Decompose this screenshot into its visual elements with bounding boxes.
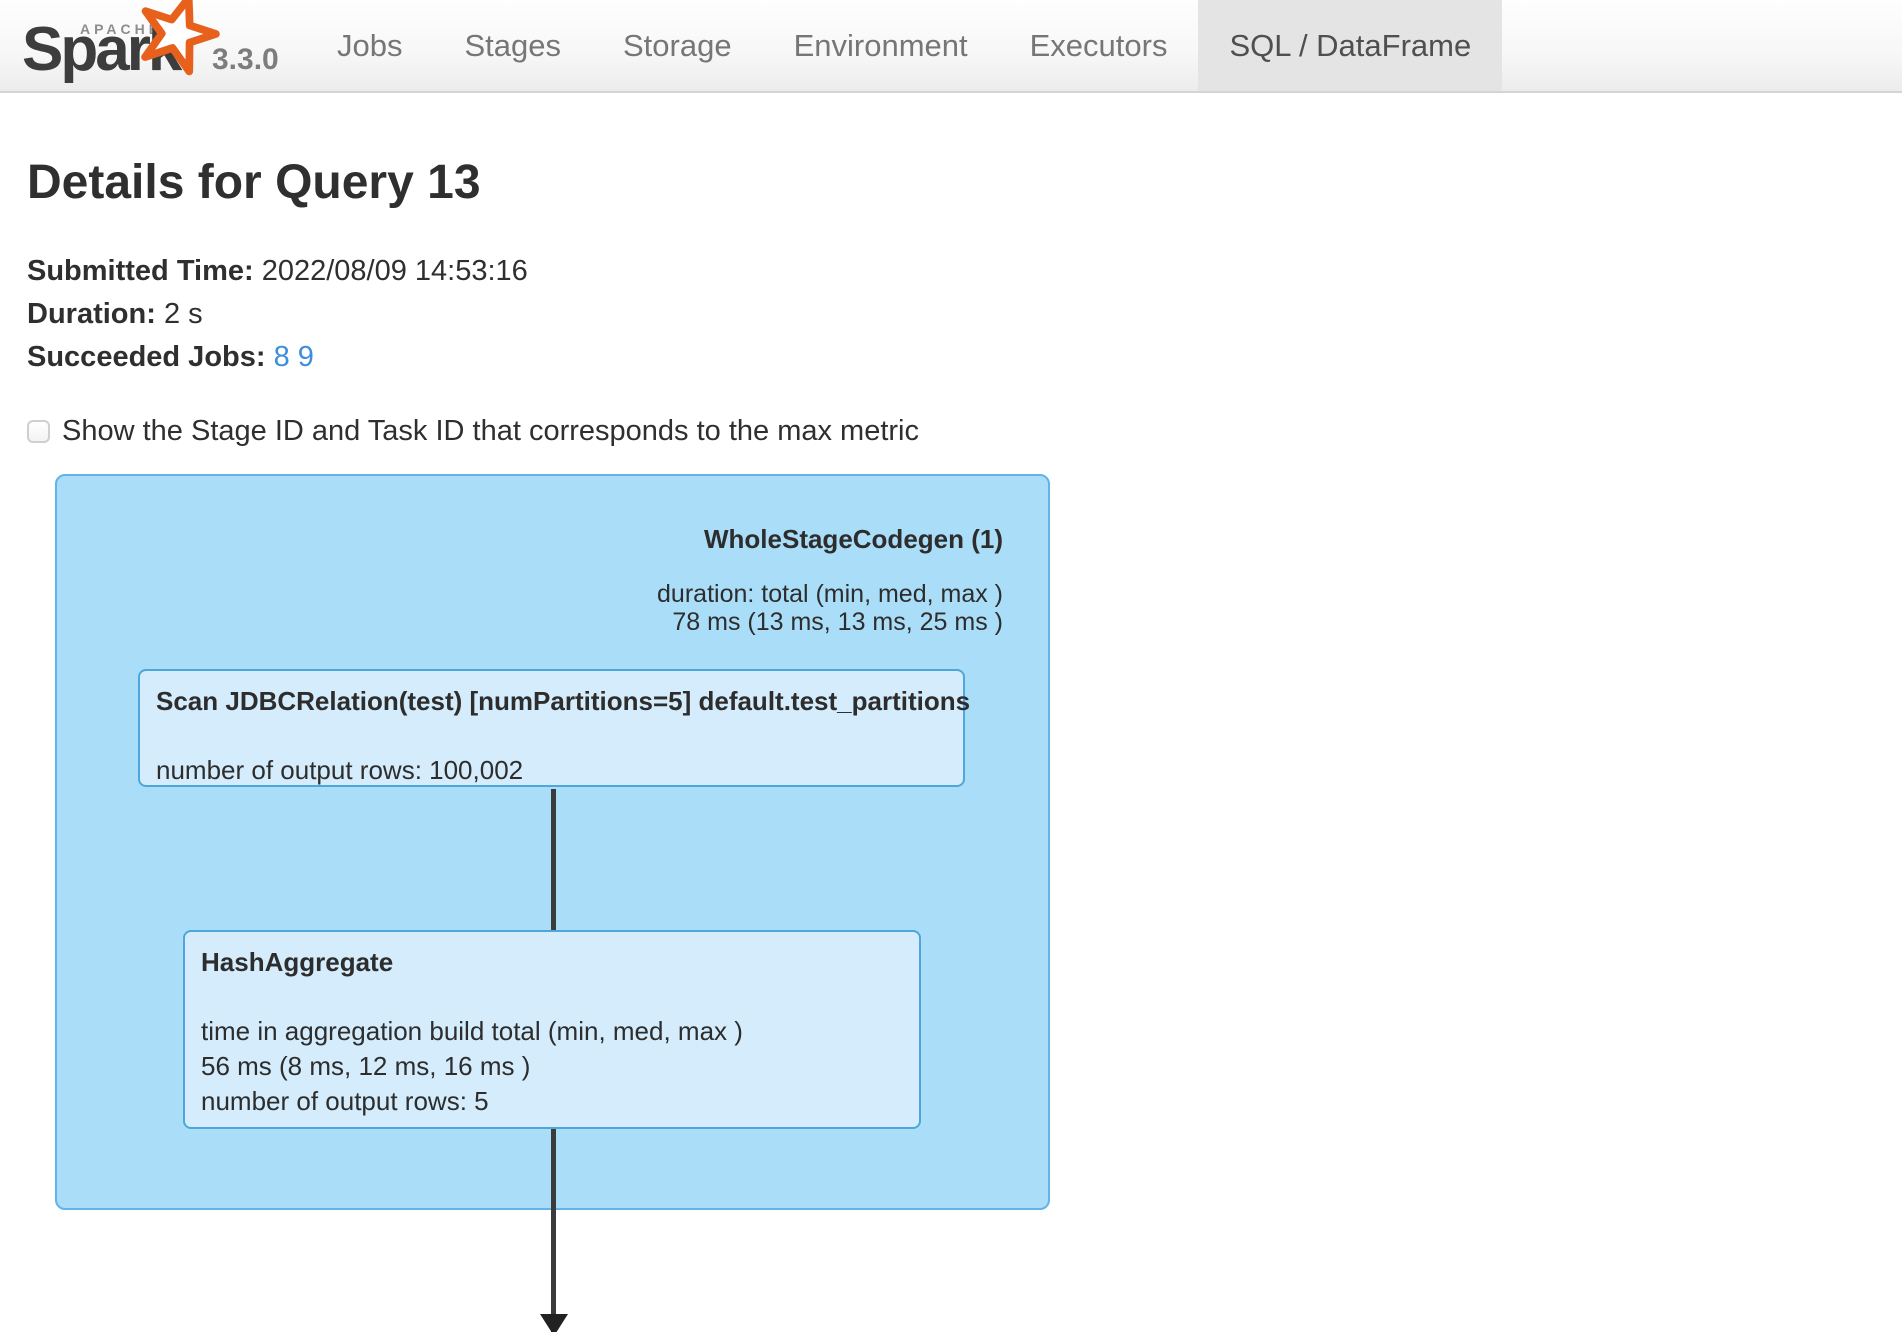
- node-metric-line: number of output rows: 5: [201, 1086, 489, 1116]
- query-plan-visualization: WholeStageCodegen (1) duration: total (m…: [0, 474, 1902, 1332]
- submitted-time-label: Submitted Time:: [27, 255, 254, 287]
- node-metric-line: time in aggregation build total (min, me…: [201, 1016, 743, 1046]
- max-metric-checkbox-label: Show the Stage ID and Task ID that corre…: [62, 415, 920, 447]
- top-navbar: APACHE Spark ™ 3.3.0 Jobs Stages Storage…: [0, 0, 1902, 93]
- job-link-9[interactable]: 9: [297, 341, 314, 373]
- cluster-label: WholeStageCodegen (1) duration: total (m…: [657, 524, 1003, 636]
- tab-executors[interactable]: Executors: [1029, 27, 1168, 63]
- cluster-name: WholeStageCodegen (1): [703, 524, 1003, 554]
- tab-stages[interactable]: Stages: [464, 27, 561, 63]
- spark-star-icon: [141, 0, 220, 76]
- query-meta: Submitted Time: 2022/08/09 14:53:16 Dura…: [27, 250, 1902, 379]
- spark-logo[interactable]: APACHE Spark ™ 3.3.0: [0, 0, 300, 91]
- node-metrics: time in aggregation build total (min, me…: [201, 1014, 903, 1119]
- duration-row: Duration: 2 s: [27, 293, 1902, 336]
- job-link-8[interactable]: 8: [273, 341, 290, 373]
- edge-hashaggregate-down: [551, 1131, 556, 1316]
- tab-environment[interactable]: Environment: [793, 27, 968, 63]
- tab-storage[interactable]: Storage: [623, 27, 732, 63]
- duration-value: 2 s: [163, 298, 203, 330]
- max-metric-checkbox[interactable]: [27, 420, 50, 443]
- tab-jobs[interactable]: Jobs: [337, 27, 403, 63]
- node-metrics: number of output rows: 100,002: [156, 753, 947, 788]
- cluster-metrics: duration: total (min, med, max ) 78 ms (…: [657, 580, 1003, 636]
- node-name: HashAggregate: [201, 947, 394, 977]
- main-content: Details for Query 13 Submitted Time: 202…: [0, 155, 1902, 448]
- succeeded-jobs-row: Succeeded Jobs: 8 9: [27, 336, 1902, 379]
- arrowhead-icon: [540, 1314, 568, 1332]
- succeeded-jobs-label: Succeeded Jobs:: [27, 341, 266, 373]
- cluster-metric-line: duration: total (min, med, max ): [657, 580, 1003, 608]
- nav-tabs: Jobs Stages Storage Environment Executor…: [306, 0, 1503, 91]
- duration-label: Duration:: [27, 298, 156, 330]
- node-metric-line: 56 ms (8 ms, 12 ms, 16 ms ): [201, 1051, 531, 1081]
- submitted-time-row: Submitted Time: 2022/08/09 14:53:16: [27, 250, 1902, 293]
- submitted-time-value: 2022/08/09 14:53:16: [261, 255, 528, 287]
- spark-wordmark: APACHE Spark ™: [22, 0, 220, 84]
- node-name: Scan JDBCRelation(test) [numPartitions=5…: [156, 686, 971, 716]
- max-metric-toggle-row: Show the Stage ID and Task ID that corre…: [27, 415, 1902, 448]
- page-title: Details for Query 13: [27, 156, 481, 209]
- cluster-metric-line: 78 ms (13 ms, 13 ms, 25 ms ): [672, 608, 1003, 636]
- spark-version: 3.3.0: [212, 43, 279, 76]
- node-metric-line: number of output rows: 100,002: [156, 755, 524, 785]
- plan-node-scan-jdbcrelation: Scan JDBCRelation(test) [numPartitions=5…: [138, 669, 971, 788]
- apache-label: APACHE: [80, 21, 163, 37]
- plan-node-hashaggregate: HashAggregate time in aggregation build …: [183, 930, 921, 1129]
- tab-sql-dataframe[interactable]: SQL / DataFrame: [1198, 0, 1503, 91]
